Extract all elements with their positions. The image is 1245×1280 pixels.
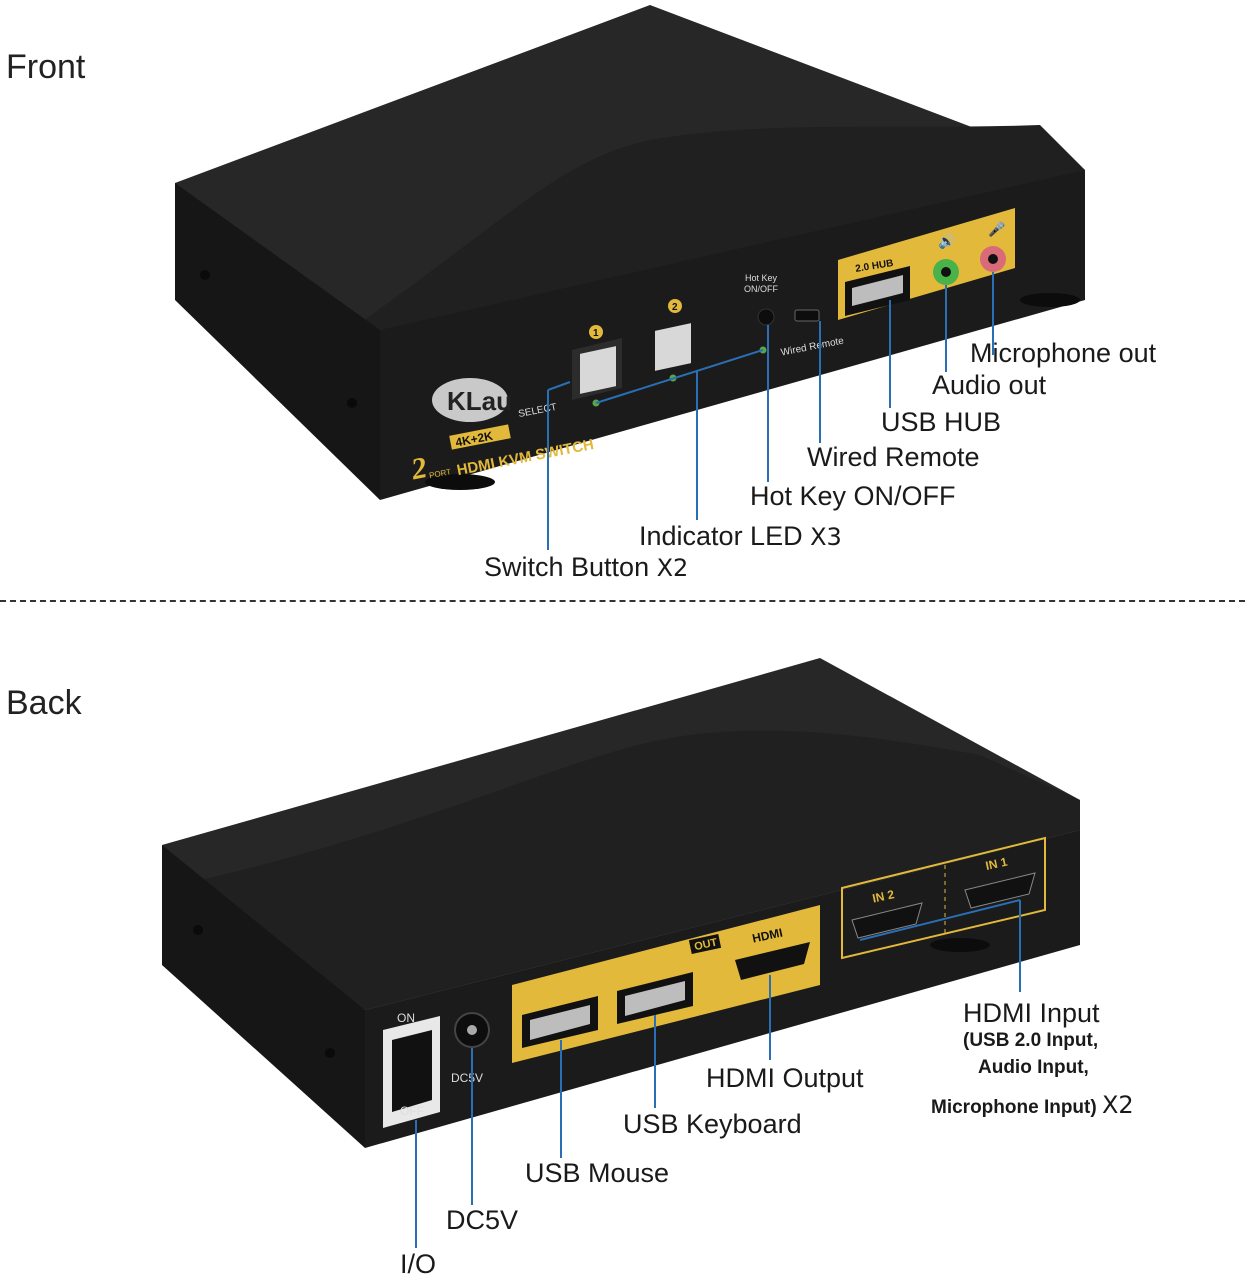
section-divider [0,600,1245,602]
hotkey-label-line2: ON/OFF [744,284,778,294]
callout-io: I/O [400,1249,437,1279]
microphone-icon: 🎤 [988,220,1006,238]
front-device-illustration: KLau 4K+2K HDMI KVM SWITCH 2 PORT SELECT… [175,5,1085,550]
brand-text: KLau [447,386,512,416]
callout-audio-out: Audio out [932,370,1047,400]
wired-remote-port [794,309,820,322]
callout-dc5v: DC5V [446,1205,519,1235]
callout-hdmi-output: HDMI Output [706,1063,864,1093]
back-device-top [162,658,1080,1010]
dc-jack [454,1012,490,1048]
button-1-number: 1 [593,328,599,339]
speaker-icon: 🔊 [938,232,955,250]
button-2-number: 2 [672,302,678,313]
front-device-side [175,183,380,500]
port-count-text: 2 [408,451,430,486]
switch-button-2 [655,323,691,371]
usb-keyboard-port [617,972,693,1024]
klau-logo [432,378,508,422]
hdmi-in1-port [964,872,1036,909]
callout-usb-mouse: USB Mouse [525,1158,670,1188]
front-device-top-panel [350,125,1085,330]
hotkey-label-line1: Hot Key [745,273,778,283]
callout-hdmi-input-note2: Audio Input, [978,1057,1089,1078]
front-leader-lines [547,272,994,550]
hdmi-label: HDMI [751,926,784,946]
callout-hotkey: Hot Key ON/OFF [750,481,956,511]
back-gold-panel [512,905,820,1063]
callout-usb-hub: USB HUB [881,407,1002,437]
power-switch [383,1016,440,1128]
switch-label: Switch Button [484,552,650,582]
hdmi-input-note3-text: Microphone Input) [931,1097,1097,1118]
back-section-title: Back [6,684,82,722]
front-section-title: Front [6,48,86,86]
indicator-count: X3 [810,523,842,551]
switch-button-1 [580,346,616,394]
off-label: OFF [400,1104,424,1118]
callout-indicator-led: Indicator LED X3 [639,521,842,552]
hotkey-button [757,308,775,326]
dc-label: DC5V [451,1071,483,1085]
hdmi-input-panel [841,836,1046,960]
hdmi-in2-port [851,902,923,939]
usb-mouse-port [522,996,598,1048]
hdmi-output-port [735,942,810,980]
callout-switch-button: Switch Button X2 [484,552,688,583]
callout-hdmi-input: HDMI Input [963,998,1100,1028]
callout-wired-remote: Wired Remote [807,442,980,472]
on-label: ON [397,1011,415,1025]
callout-hdmi-input-note1: (USB 2.0 Input, [963,1030,1099,1051]
indicator-label: Indicator LED [639,521,803,551]
in2-label: IN 2 [871,887,896,905]
out-label: OUT [693,937,718,954]
switch-count: X2 [656,554,689,582]
port-word-text: PORT [428,467,452,480]
in1-label: IN 1 [984,855,1009,873]
back-device-side [162,845,365,1148]
callout-usb-keyboard: USB Keyboard [623,1109,802,1139]
hdmi-input-count: X2 [1101,1091,1134,1119]
callout-hdmi-input-note3: Microphone Input) X2 [931,1091,1134,1119]
callout-microphone-out: Microphone out [970,338,1157,368]
